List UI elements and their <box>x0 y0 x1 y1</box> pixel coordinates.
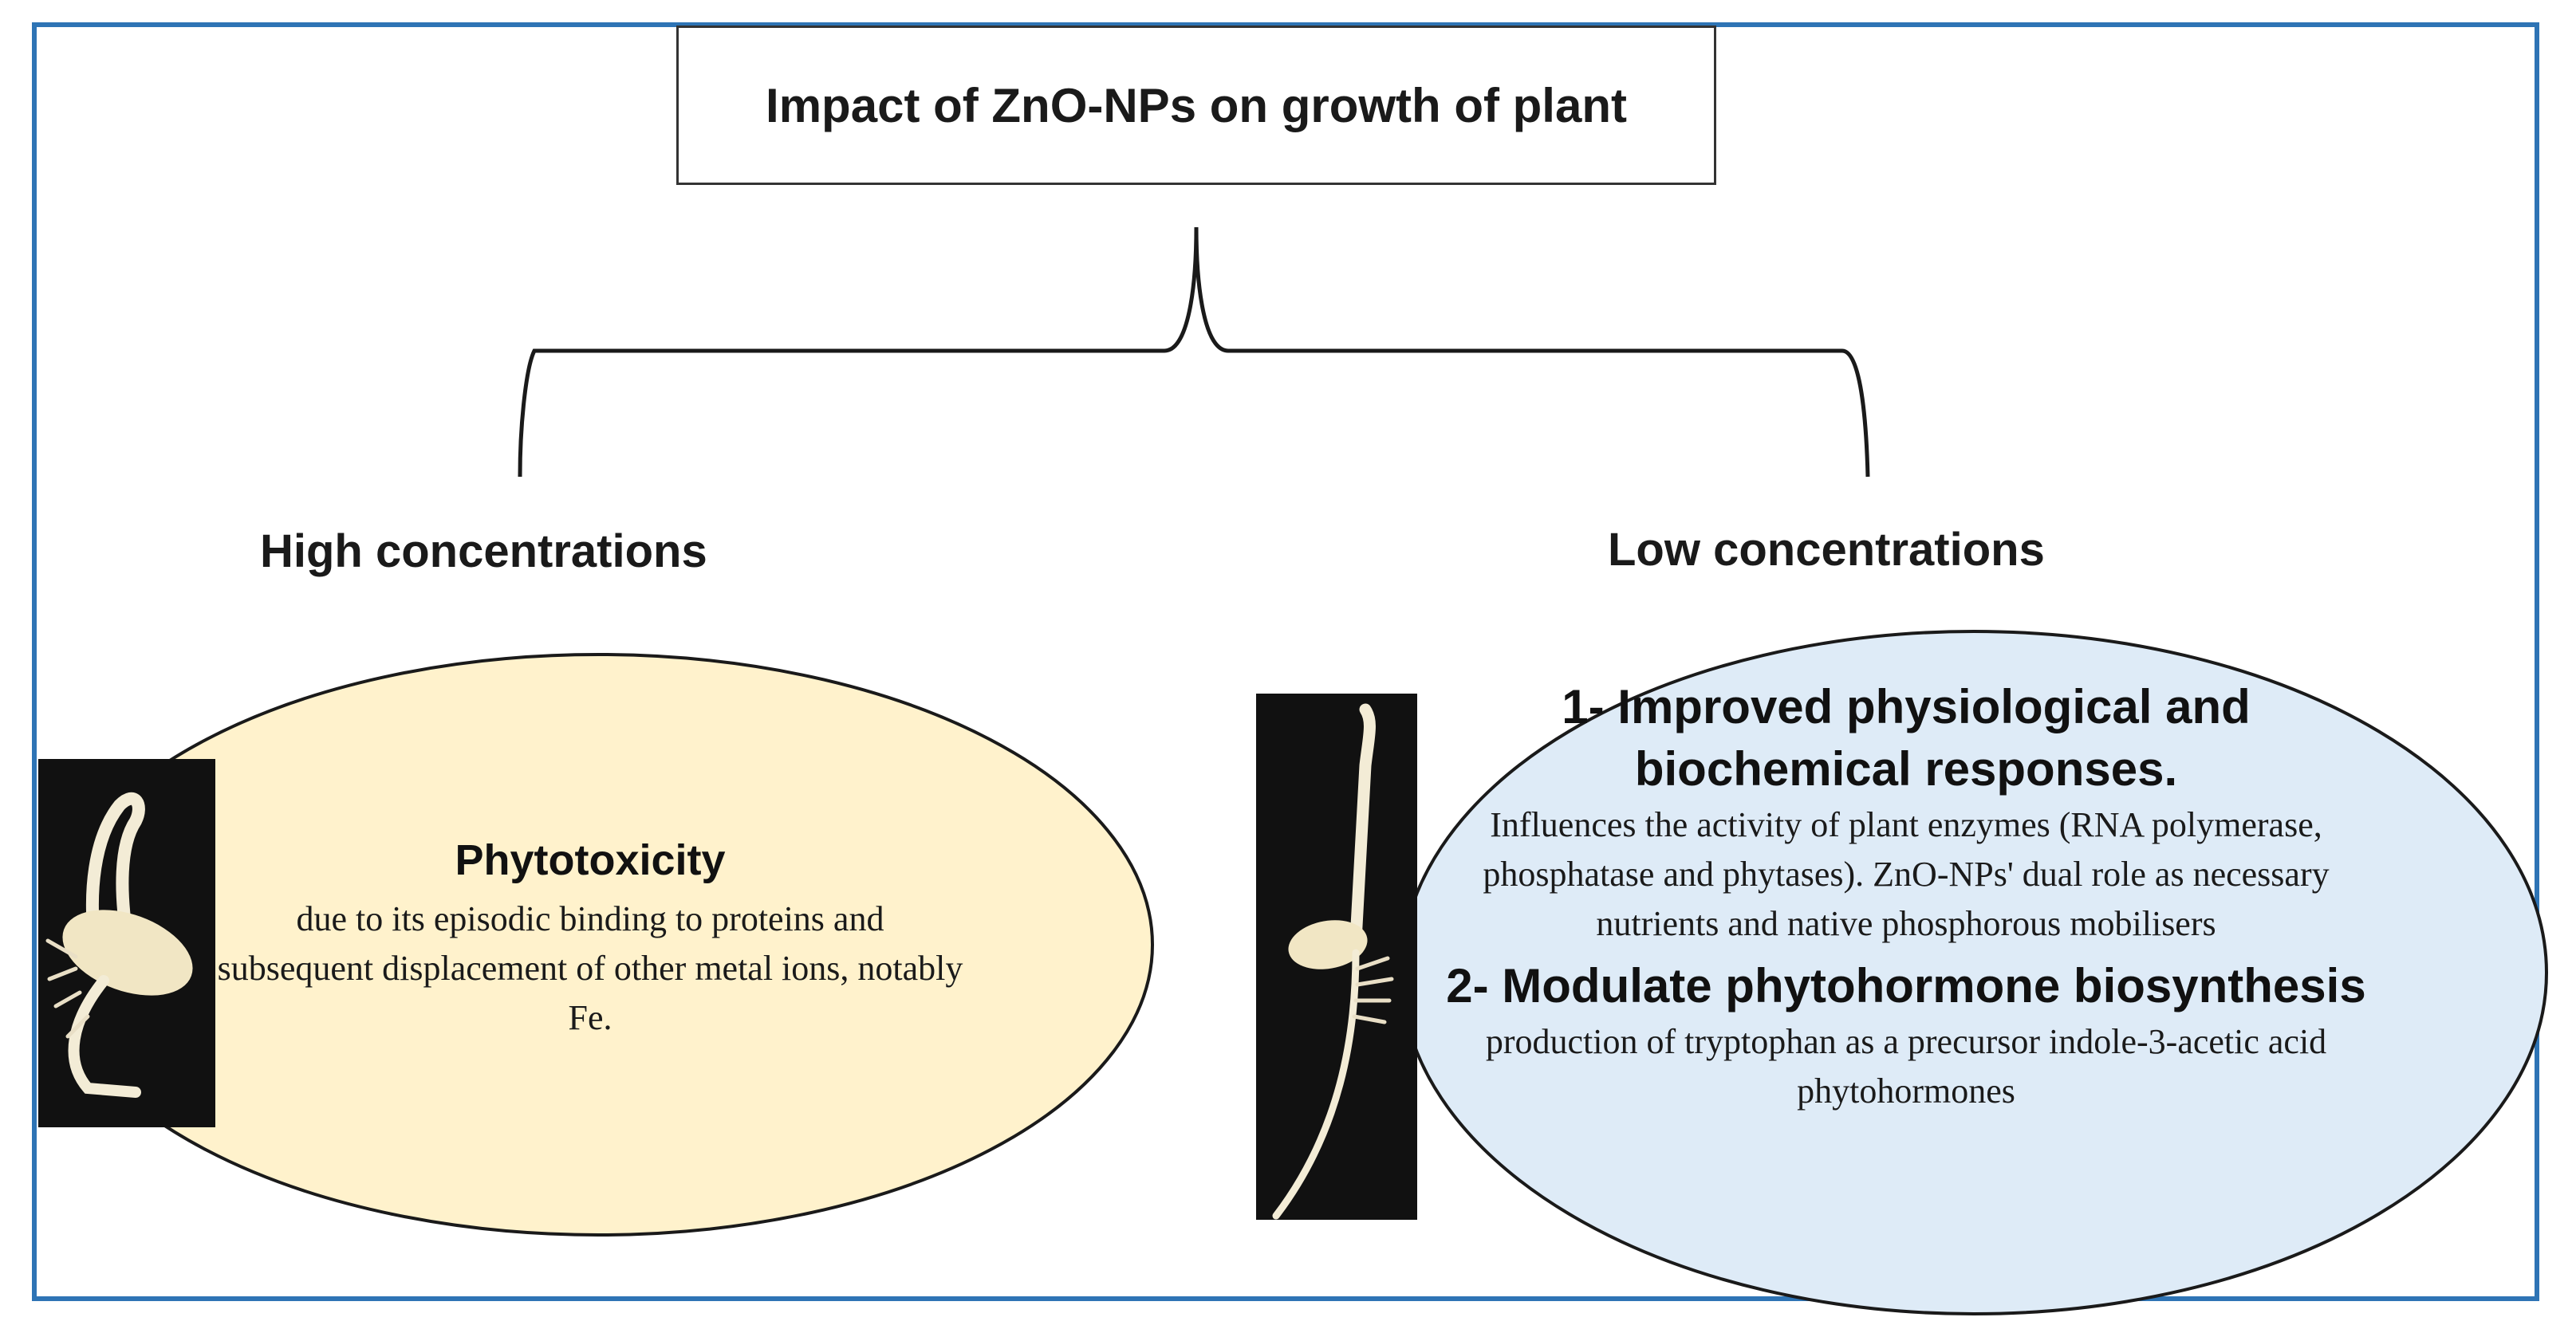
benefits-block: 1- Improved physiological and biochemica… <box>1436 676 2377 1116</box>
benefit-1-description: Influences the activity of plant enzymes… <box>1483 805 2330 943</box>
diagram-frame <box>32 22 2539 1301</box>
seedling-photo-low-concentration <box>1256 694 1417 1220</box>
benefit-2-title: 2- Modulate phytohormone biosynthesis <box>1446 959 2366 1012</box>
phytotoxicity-title: Phytotoxicity <box>455 836 726 884</box>
phytotoxicity-description: due to its episodic binding to proteins … <box>217 899 963 1037</box>
phytotoxicity-block: Phytotoxicity due to its episodic bindin… <box>215 836 965 1043</box>
diagram-title: Impact of ZnO-NPs on growth of plant <box>766 78 1627 132</box>
brace-connector <box>518 226 1870 478</box>
seedling-photo-high-concentration <box>38 759 215 1127</box>
benefit-2-description: production of tryptophan as a precursor … <box>1485 1022 2327 1111</box>
high-concentrations-heading: High concentrations <box>260 525 707 577</box>
benefit-1-title: 1- Improved physiological and biochemica… <box>1562 680 2251 796</box>
title-box: Impact of ZnO-NPs on growth of plant <box>676 26 1716 185</box>
low-concentrations-heading: Low concentrations <box>1608 524 2045 576</box>
